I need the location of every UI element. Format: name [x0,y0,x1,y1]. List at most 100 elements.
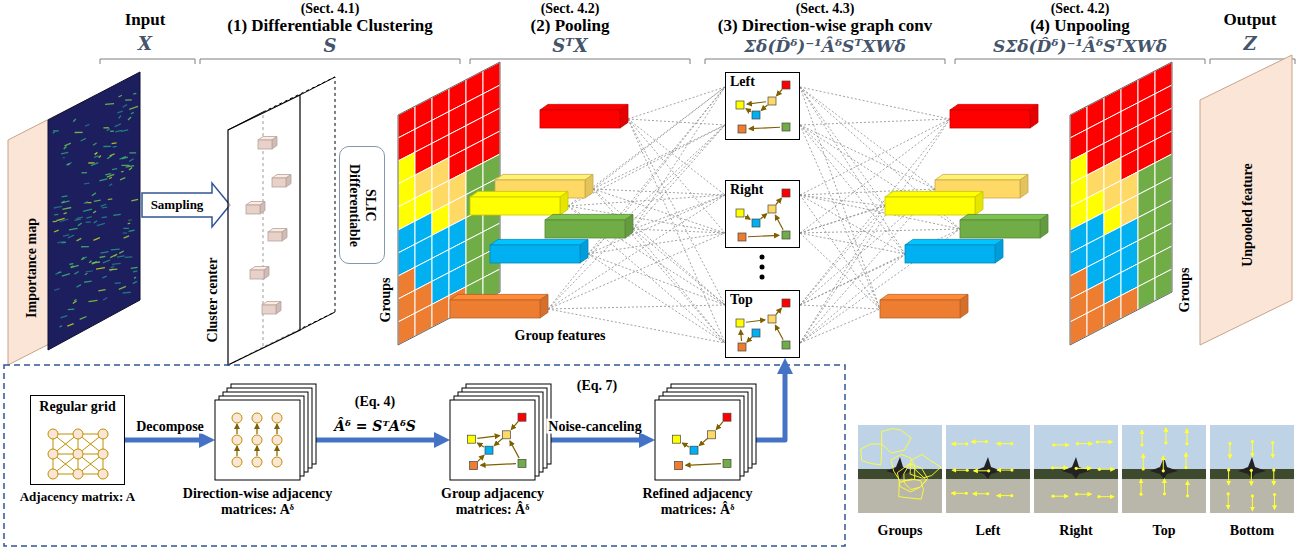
direction-arrow [1229,443,1230,458]
group-feature-bar [540,110,620,128]
importance-speck [95,152,98,154]
photo-sky [858,425,942,513]
photo [1034,425,1118,513]
header-bracket [100,59,195,64]
importance-speck [115,282,121,284]
text-label: Input [125,11,166,30]
direction-arrow [1272,443,1273,458]
importance-speck [129,168,132,171]
dashed-link [800,229,960,233]
importance-speck [93,143,97,145]
dashed-link [633,125,725,229]
photo-plane [1150,457,1178,479]
importance-speck [112,142,117,144]
importance-speck [56,218,64,220]
dashed-link [800,125,905,254]
importance-speck [117,256,125,257]
flow-arrow [125,438,201,443]
group-feature-bar [1030,104,1038,128]
dashed-link [588,254,725,343]
rotated-label: Unpooled feature [1240,163,1255,267]
importance-speck [63,235,69,237]
math-label: S [324,36,337,56]
importance-speck [103,297,107,300]
dashed-link [800,119,950,125]
importance-speck [76,217,83,218]
group-feature-bar [935,174,1028,180]
matrix-stack: Refined adjacency matrices: Âᵟ [655,400,740,480]
grid-vertex [272,413,282,423]
group-node-square [752,111,760,119]
importance-speck [62,207,71,209]
direction-link [256,446,257,456]
cluster-center-cube [262,305,276,314]
importance-speck [80,317,87,320]
math-label: SΣδ(D̂ᵟ)⁻¹ÂᵟSᵀXWδ [993,37,1167,56]
importance-speck [85,124,89,126]
photo-ground [1034,479,1118,513]
group-node-square [782,341,790,349]
group-node-square [470,462,478,470]
importance-speck [110,154,115,156]
importance-speck [105,174,111,175]
direction-arrow [1186,429,1187,444]
direction-arrow [1185,453,1186,468]
importance-speck [54,214,58,216]
photo-ground [1122,479,1206,513]
direction-arrow [1097,441,1112,442]
photo [1122,425,1206,513]
importance-speck [96,268,105,270]
grid-vertex [232,413,242,423]
output-slab [1200,55,1292,345]
text-label: (4) Unpooling [1030,17,1130,36]
cluster-box-edge [300,77,335,95]
importance-speck [109,269,117,271]
graph-edge [761,105,767,110]
photo [946,425,1030,513]
importance-speck [64,147,67,149]
grid-vertex [48,429,58,439]
importance-speck [115,124,121,127]
importance-speck [73,301,77,303]
photo [858,425,942,513]
graph-edge [686,464,721,466]
importance-speck [123,292,131,294]
graph-edge [746,109,751,112]
edge-label: Decompose [134,419,206,434]
dashed-link [800,119,950,233]
importance-speck [68,235,74,238]
grid-box: Regular gridAdjacency matrix: A [30,395,125,485]
dashed-link [800,87,880,309]
grid-vertex [73,469,83,479]
direction-arrow [997,495,1012,496]
graph-edge [748,235,779,236]
rotated-label: Groups [378,278,393,323]
importance-speck [64,213,67,214]
importance-speck [93,238,99,241]
importance-speck [109,177,112,178]
group-feature-bar [540,294,548,318]
node-title: Refined adjacency matrices: Âᵟ [623,486,773,518]
group-feature-bar [620,104,628,128]
importance-speck [63,157,65,159]
importance-speck [121,130,128,132]
method-box: Differentiable SLIC [339,146,385,264]
math-label: Σδ(D̂ᵟ)⁻¹ÂᵟSᵀXWδ [744,37,906,56]
group-node-square [768,315,776,323]
group-feature-bar [1020,174,1028,198]
importance-speck [83,209,92,211]
importance-speck [61,152,68,154]
group-feature-bar [950,110,1030,128]
importance-speck [76,285,81,288]
importance-speck [81,246,89,247]
ellipsis-dot [760,265,765,270]
cluster-center-cube [258,140,272,149]
direction-arrow [1273,470,1274,485]
node-title: Group adjacency matrices: Âᵟ [418,486,568,518]
importance-speck [86,221,91,223]
text-label: Top [1153,523,1176,538]
group-feature-bar [490,239,588,245]
importance-speck [103,260,110,263]
matrix-stack: Direction-wise adjacency matrices: Aᵟ [215,400,300,480]
importance-speck [110,255,115,258]
